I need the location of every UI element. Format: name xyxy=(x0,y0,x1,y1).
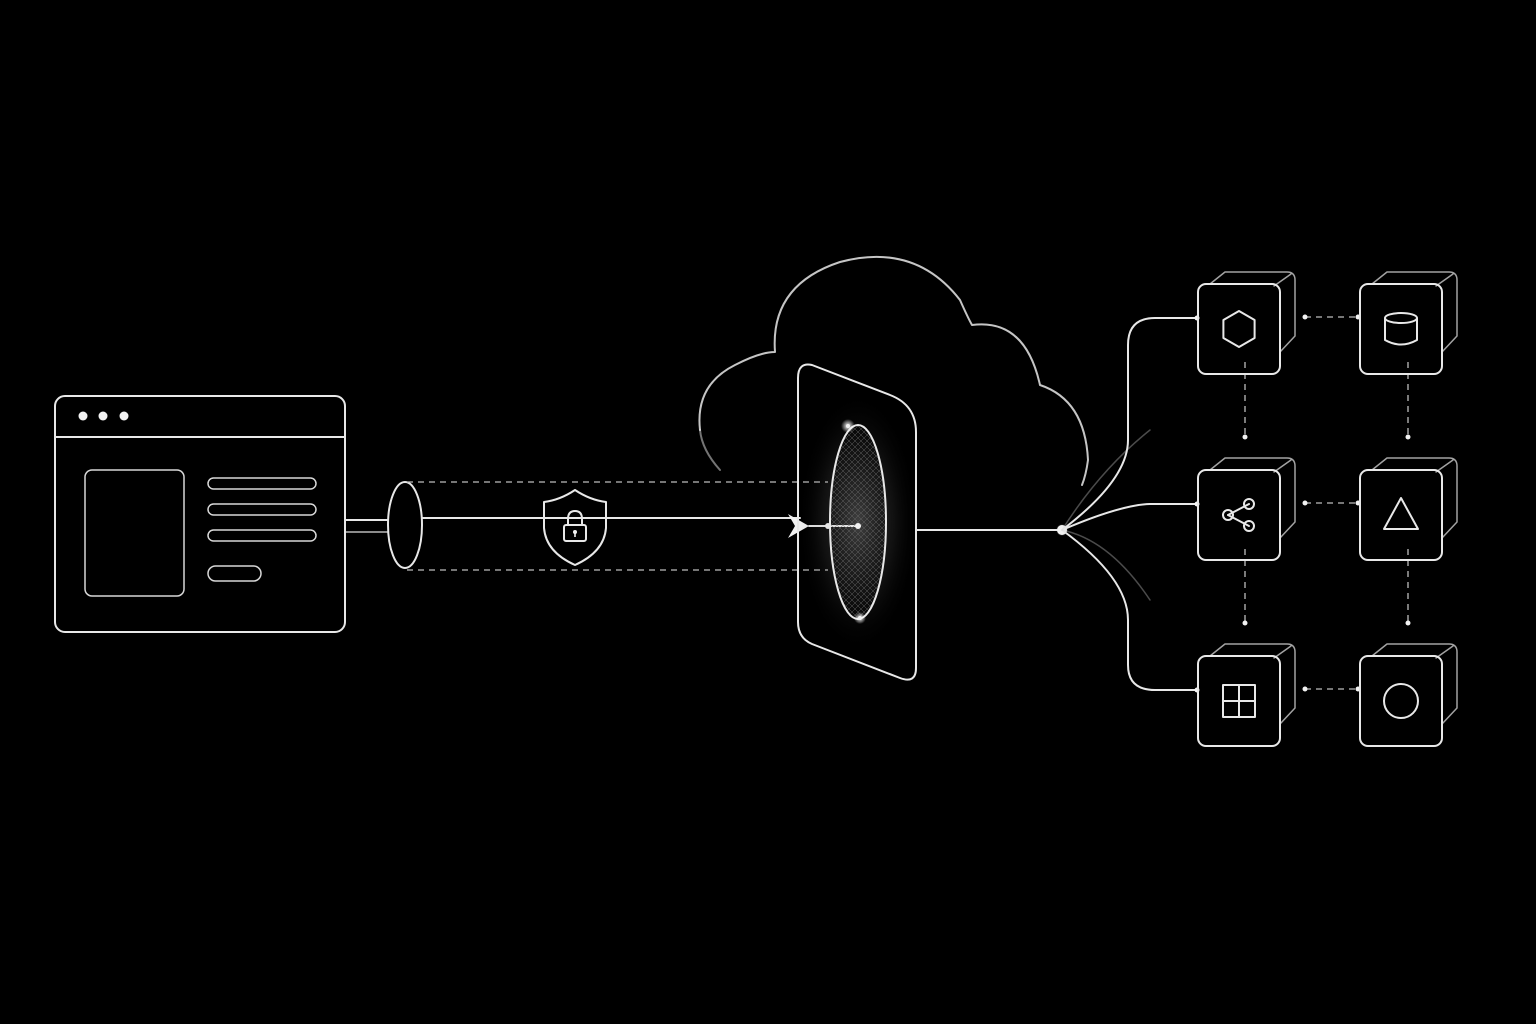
cloud-outline xyxy=(698,255,1089,486)
image-placeholder xyxy=(84,469,185,597)
database-icon xyxy=(1384,312,1418,346)
text-line-3 xyxy=(207,529,317,542)
browser-window-icon xyxy=(54,395,346,633)
triangle-icon xyxy=(1383,497,1419,530)
button-placeholder xyxy=(207,565,262,582)
window-dot-3 xyxy=(119,411,129,421)
window-dot-1 xyxy=(78,411,88,421)
secure-tunnel xyxy=(344,481,861,571)
hexagon-icon xyxy=(1222,310,1256,348)
service-cube-6 xyxy=(1359,643,1458,747)
text-line-1 xyxy=(207,477,317,490)
fanout-connectors xyxy=(1061,315,1200,693)
circle-icon xyxy=(1383,683,1419,719)
service-cube-3 xyxy=(1197,457,1296,561)
service-cube-4 xyxy=(1359,457,1458,561)
tunnel-entrance xyxy=(387,481,423,569)
cloud-portal-icon xyxy=(698,255,1089,681)
text-line-2 xyxy=(207,503,317,516)
service-cubes xyxy=(1197,271,1458,747)
portal-mesh xyxy=(830,425,886,619)
service-cube-1 xyxy=(1197,271,1296,375)
service-grid-links xyxy=(1242,314,1411,692)
service-cube-2 xyxy=(1359,271,1458,375)
portal-panel xyxy=(797,363,917,681)
share-nodes-icon xyxy=(1222,498,1255,532)
window-dot-2 xyxy=(98,411,108,421)
grid-icon xyxy=(1222,684,1256,718)
service-cube-5 xyxy=(1197,643,1296,747)
shield-lock-icon xyxy=(543,489,607,566)
